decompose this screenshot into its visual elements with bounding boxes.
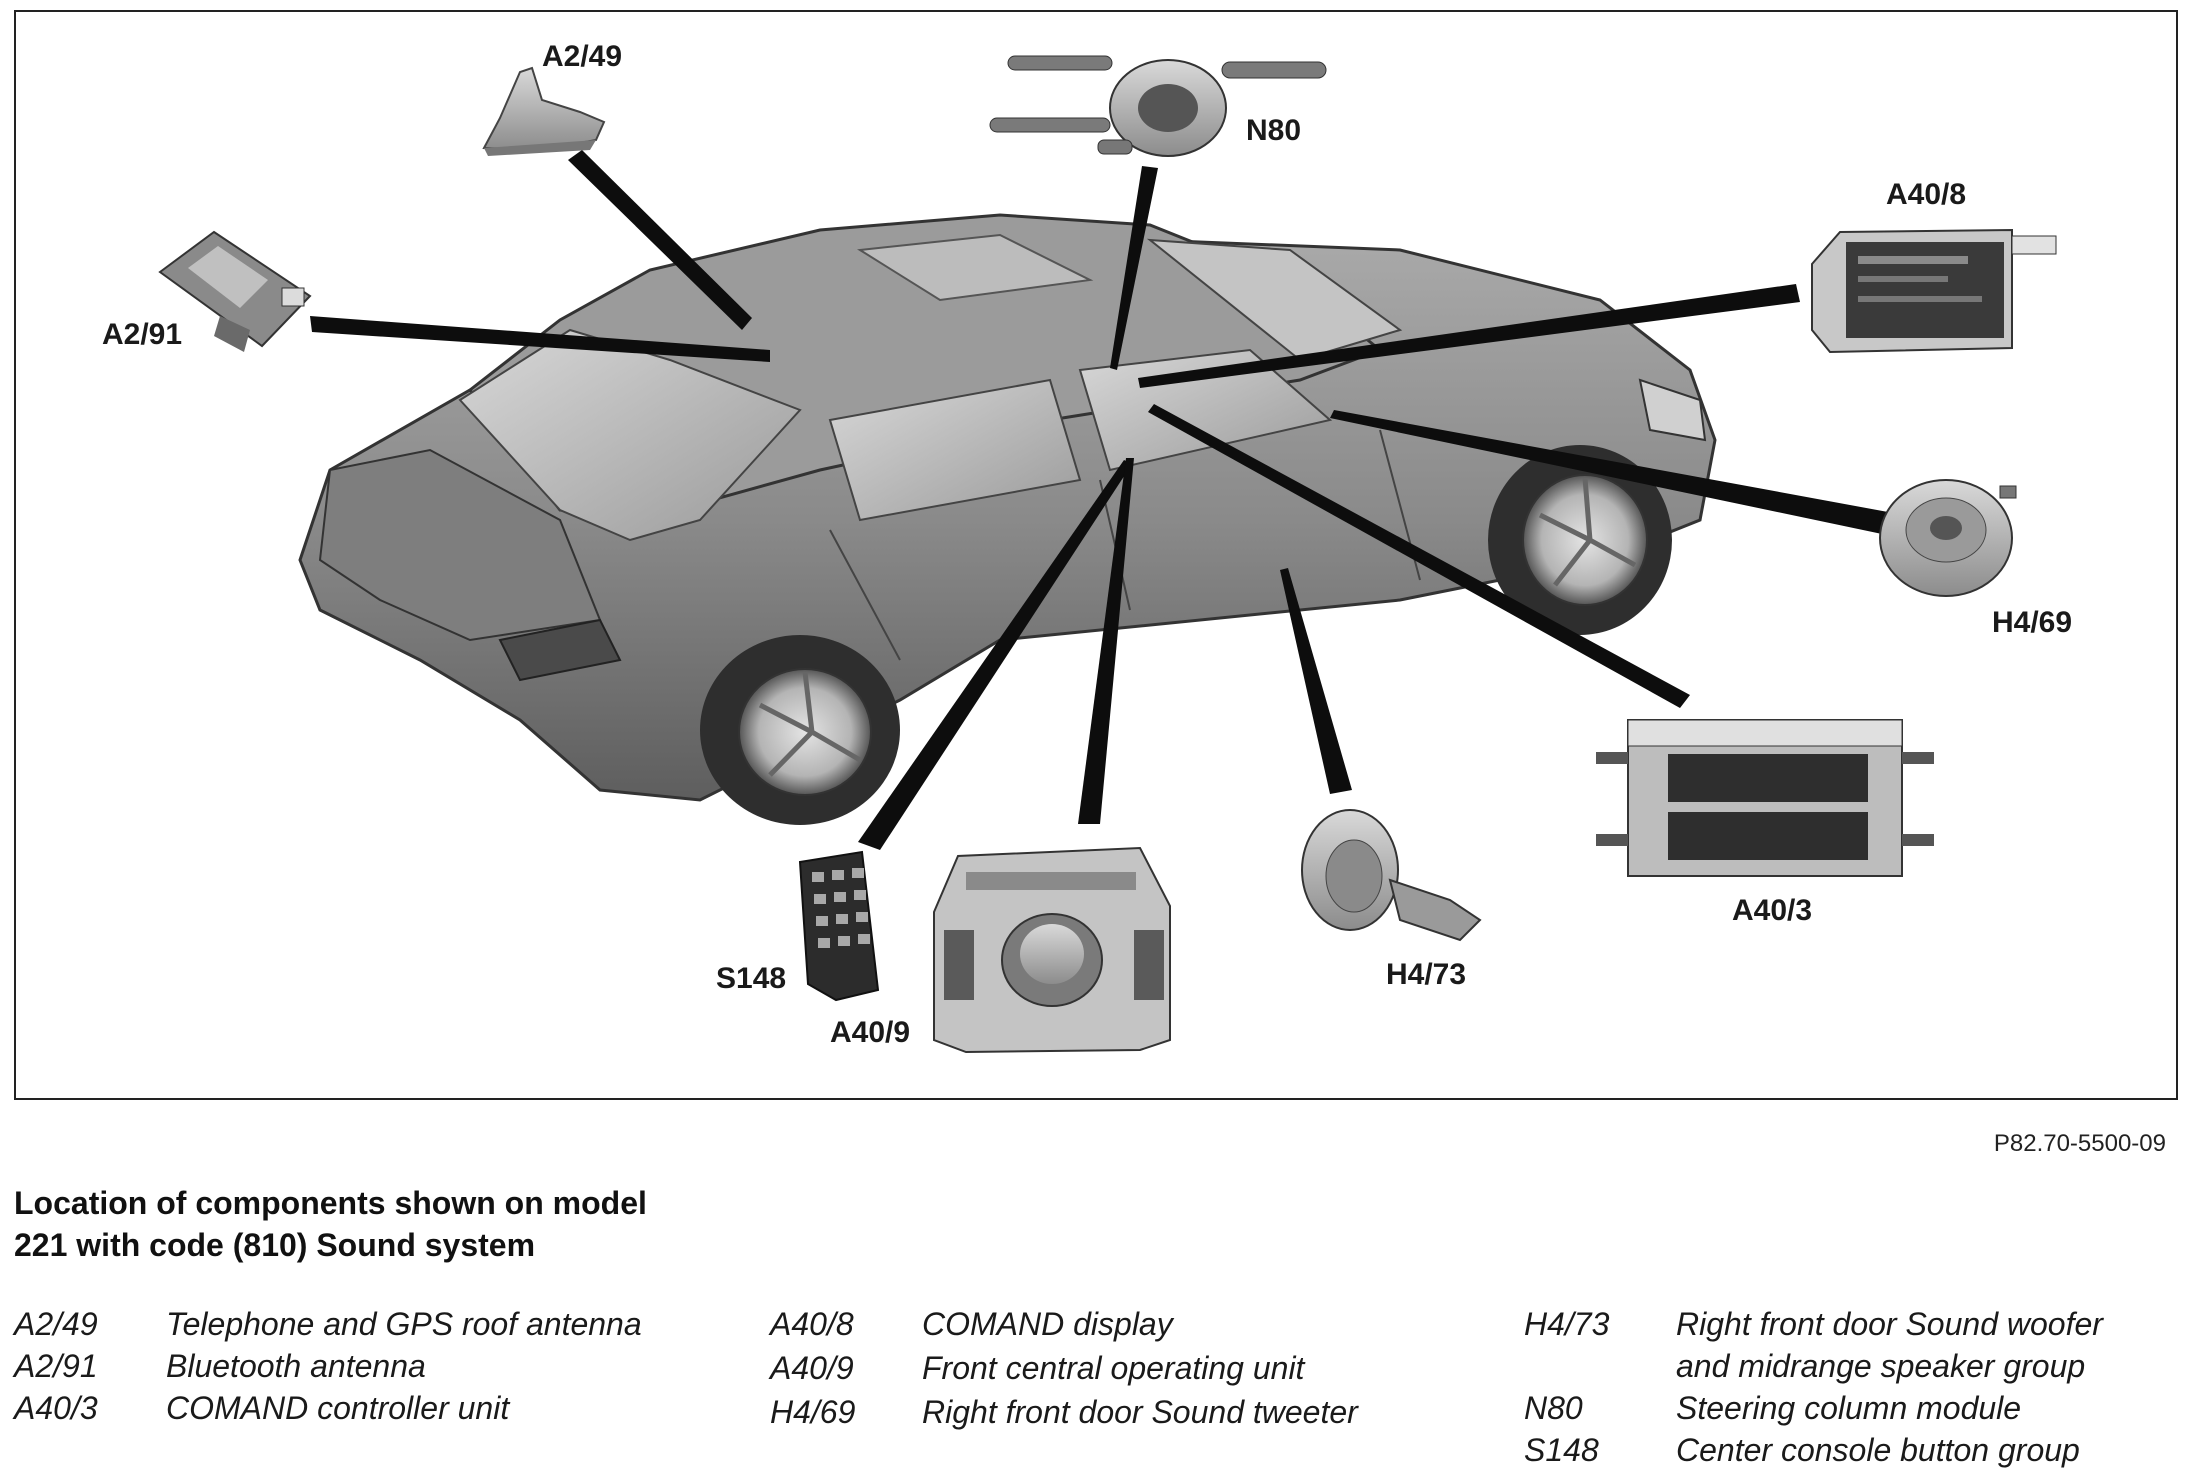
legend-description: COMAND display (922, 1306, 1173, 1342)
legend-code: A40/3 (14, 1390, 98, 1426)
leader-a2-91 (310, 316, 770, 362)
comand-controller-unit-part (1596, 719, 1934, 877)
steering-column-module-part (989, 55, 1327, 157)
label-a40-8: A40/8 (1886, 178, 1967, 211)
legend-description: Front central operating unit (922, 1350, 1305, 1386)
label-n80: N80 (1246, 114, 1302, 147)
label-h4-69: H4/69 (1992, 606, 2073, 639)
trunk-panel (318, 448, 602, 642)
legend-description: Center console button group (1676, 1432, 2080, 1468)
leader-a40-8 (1138, 284, 1800, 388)
bluetooth-antenna-part (158, 230, 312, 352)
caption-line: 221 with code (810) Sound system (14, 1227, 536, 1263)
leader-lines (310, 150, 1888, 850)
legend-description: Steering column module (1676, 1390, 2022, 1426)
windshield (1146, 238, 1403, 362)
leader-h4-73 (1280, 568, 1352, 794)
legend-code: A40/9 (770, 1350, 854, 1386)
legend-code: H4/73 (1524, 1306, 1610, 1342)
legend-description: Right front door Sound tweeter (922, 1394, 1358, 1430)
legend-code: N80 (1524, 1390, 1583, 1426)
leader-a40-9 (1078, 458, 1134, 824)
rear-window (458, 328, 802, 542)
legend-description: Right front door Sound woofer (1676, 1306, 2103, 1342)
comand-display-part (1811, 228, 2057, 354)
legend-description: and midrange speaker group (1676, 1348, 2086, 1384)
legend-description: Telephone and GPS roof antenna (166, 1306, 642, 1342)
legend-code: A2/49 (14, 1306, 98, 1342)
tail-light (498, 618, 622, 682)
leader-h4-69 (1330, 410, 1888, 534)
rear-wheel (700, 635, 900, 825)
front-wheel (1488, 445, 1672, 635)
leader-s148 (858, 460, 1132, 850)
legend-code: A40/8 (770, 1306, 854, 1342)
label-a2-91: A2/91 (102, 318, 183, 351)
legend-code: H4/69 (770, 1394, 856, 1430)
car-illustration (298, 213, 1717, 825)
leader-a2-49 (568, 150, 752, 330)
legend-code: S148 (1524, 1432, 1599, 1468)
button-group-part (798, 850, 880, 1002)
leader-n80 (1110, 166, 1158, 370)
woofer-part (1301, 809, 1482, 942)
label-s148: S148 (716, 962, 787, 995)
label-a40-9: A40/9 (830, 1016, 911, 1049)
label-a40-3: A40/3 (1732, 894, 1813, 927)
side-window-rear (828, 378, 1082, 522)
legend-description: Bluetooth antenna (166, 1348, 426, 1384)
tweeter-part (1879, 479, 2017, 597)
caption: Location of components shown on model 22… (14, 1182, 647, 1266)
label-a2-49: A2/49 (542, 40, 623, 73)
label-h4-73: H4/73 (1386, 958, 1467, 991)
legend-description: COMAND controller unit (166, 1390, 510, 1426)
legend-code: A2/91 (14, 1348, 98, 1384)
roof-antenna-part (482, 66, 606, 156)
component-diagram (158, 55, 2057, 1054)
caption-line: Location of components shown on model (14, 1185, 647, 1221)
figure-code: P82.70-5500-09 (1993, 1130, 2166, 1157)
leader-a40-3 (1148, 404, 1690, 708)
headlight (1638, 378, 1707, 442)
front-operating-unit-part (933, 846, 1171, 1054)
sunroof (857, 233, 1094, 302)
